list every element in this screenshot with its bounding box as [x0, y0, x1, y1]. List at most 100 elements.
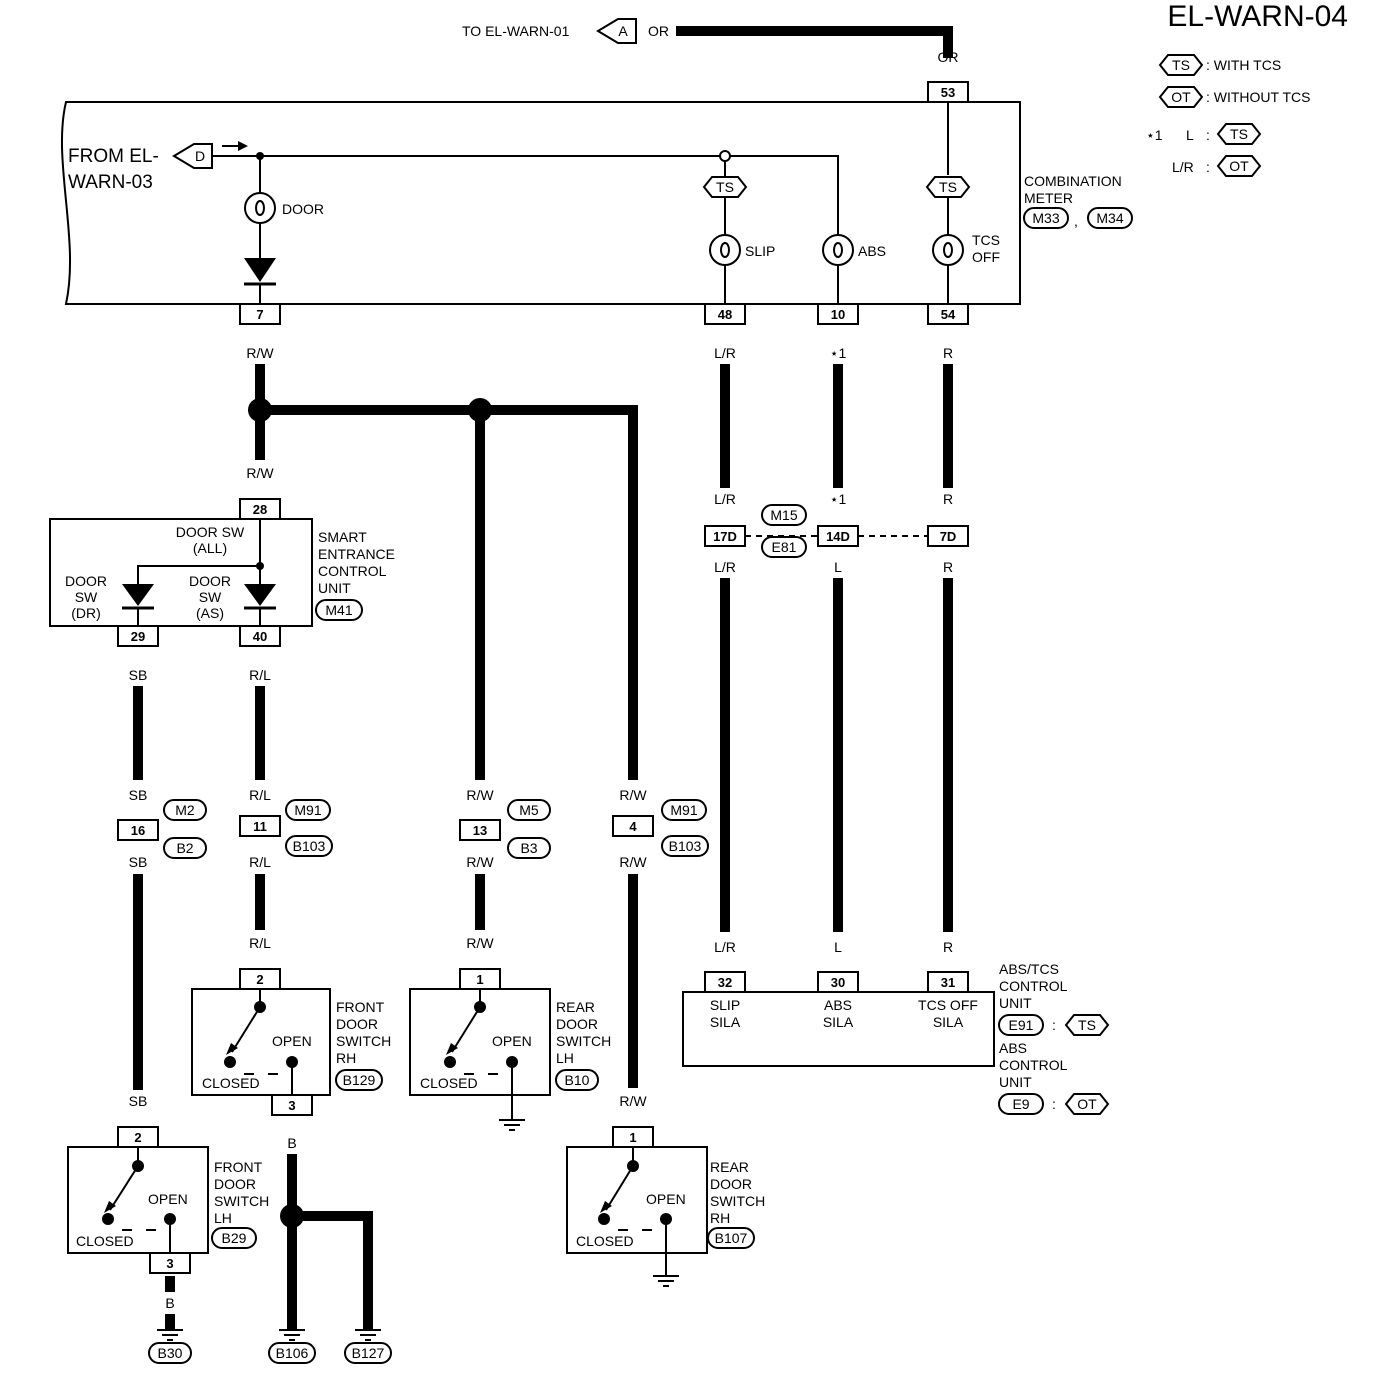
abs-conn-e91: E91 [998, 1014, 1044, 1036]
wire-label: R/W [466, 854, 494, 870]
svg-text:3: 3 [288, 1098, 295, 1113]
conn-b103: B103 [285, 835, 333, 857]
smart-dr-1: DOOR [65, 573, 107, 589]
abs-tcs-unit-box [682, 991, 995, 1067]
smart-dr-2: SW [75, 589, 98, 605]
smart-dr-3: (DR) [71, 605, 101, 621]
svg-text:B107: B107 [715, 1230, 748, 1246]
svg-text:4: 4 [629, 819, 637, 834]
abs-name-3: UNIT [999, 995, 1032, 1011]
wire-label: ⋆1 [830, 491, 847, 507]
svg-text:B103: B103 [669, 838, 702, 854]
abs-name-4: ABS [999, 1040, 1027, 1056]
abs-pin-31: 31 [927, 971, 969, 993]
switch-open-label: OPEN [492, 1033, 532, 1049]
switch-closed-label: CLOSED [76, 1233, 134, 1249]
svg-text:17D: 17D [713, 529, 737, 544]
conn-b3: B3 [507, 837, 551, 859]
fr-rh-l3: SWITCH [336, 1033, 391, 1049]
svg-text:M41: M41 [325, 602, 352, 618]
svg-text:A: A [618, 23, 628, 39]
smart-name-4: UNIT [318, 580, 351, 596]
rr-lh-l1: REAR [556, 999, 595, 1015]
smart-as-2: SW [199, 589, 222, 605]
abs-colon-2: : [1052, 1096, 1056, 1112]
wire-label: R [943, 559, 953, 575]
legend-colon-2: : [1206, 159, 1210, 175]
switch-open-label: OPEN [646, 1191, 686, 1207]
ts-tag-icon: TS [1064, 1014, 1110, 1036]
smart-pin-28: 28 [239, 498, 281, 520]
svg-text:OT: OT [1077, 1096, 1097, 1112]
wire-label: L/R [714, 559, 736, 575]
arrow-right-icon [222, 141, 248, 151]
abs-name-6: UNIT [999, 1074, 1032, 1090]
abs-tcs-1: TCS OFF [918, 997, 978, 1013]
wire-label: R/W [466, 787, 494, 803]
svg-text:TS: TS [716, 179, 734, 195]
smart-name-2: ENTRANCE [318, 546, 395, 562]
rear-door-switch-rh-box [566, 1146, 708, 1254]
conn-b29: B29 [211, 1227, 257, 1249]
smart-all-2: (ALL) [193, 540, 227, 556]
meter-name-2: METER [1024, 190, 1073, 206]
svg-text:10: 10 [831, 307, 845, 322]
legend-ts-text: : WITH TCS [1206, 57, 1281, 73]
wire-label: R/W [246, 465, 274, 481]
door-switch-icon [102, 1147, 176, 1253]
meter-pin-48: 48 [704, 303, 746, 325]
legend: TS : WITH TCS OT : WITHOUT TCS ⋆1 L : TS… [1146, 54, 1310, 177]
svg-text:B103: B103 [293, 838, 326, 854]
svg-text:B29: B29 [222, 1230, 247, 1246]
svg-text:TS: TS [1078, 1017, 1096, 1033]
conn-m5: M5 [507, 799, 551, 821]
legend-ot-text: : WITHOUT TCS [1206, 89, 1310, 105]
abs-pin-32: 32 [704, 971, 746, 993]
svg-text:31: 31 [941, 975, 955, 990]
wire-label: ⋆1 [830, 345, 847, 361]
joint-connector-4: 4 [612, 815, 654, 837]
door-switch-icon [444, 989, 518, 1120]
svg-text:B127: B127 [352, 1345, 385, 1361]
lamp-label-slip: SLIP [745, 243, 775, 259]
svg-text:40: 40 [253, 629, 267, 644]
lamp-label-tcs-1: TCS [972, 232, 1000, 248]
door-lamp-icon [244, 192, 276, 224]
abs-abs-2: SILA [823, 1014, 854, 1030]
ot-tag-icon: OT [1064, 1093, 1110, 1115]
svg-text:M34: M34 [1096, 210, 1123, 226]
svg-text:2: 2 [134, 1130, 141, 1145]
meter-pin-54: 54 [927, 303, 969, 325]
svg-text:OT: OT [1229, 158, 1249, 174]
diode-icon [244, 258, 276, 286]
legend-note-lr: L/R [1172, 159, 1194, 175]
rr-lh-l4: LH [556, 1050, 574, 1066]
wire-label: B [363, 1297, 372, 1313]
diode-icon [122, 584, 154, 610]
wire-label: R [943, 345, 953, 361]
rr-lh-l2: DOOR [556, 1016, 598, 1032]
svg-text:1: 1 [476, 972, 483, 987]
joint-connector-13: 13 [459, 819, 501, 841]
slip-lamp-icon [709, 234, 741, 266]
svg-text:M91: M91 [670, 802, 697, 818]
svg-text:M5: M5 [519, 802, 539, 818]
wire-label: SB [129, 787, 148, 803]
tcs-off-lamp-icon [932, 234, 964, 266]
svg-text:14D: 14D [826, 529, 850, 544]
diode-icon [244, 584, 276, 610]
wire-label: B [287, 1135, 296, 1151]
switch-closed-label: CLOSED [202, 1075, 260, 1091]
fr-rh-pin-2: 2 [239, 968, 281, 990]
rr-rh-pin-1: 1 [612, 1126, 654, 1148]
smart-as-1: DOOR [189, 573, 231, 589]
svg-text:B3: B3 [520, 840, 537, 856]
fr-lh-l4: LH [214, 1210, 232, 1226]
svg-text:B2: B2 [176, 840, 193, 856]
meter-conn-sep: , [1074, 213, 1078, 229]
rr-rh-l1: REAR [710, 1159, 749, 1175]
abs-pin-30: 30 [817, 971, 859, 993]
svg-text:TS: TS [1230, 126, 1248, 142]
legend-note-l: L [1186, 127, 1194, 143]
